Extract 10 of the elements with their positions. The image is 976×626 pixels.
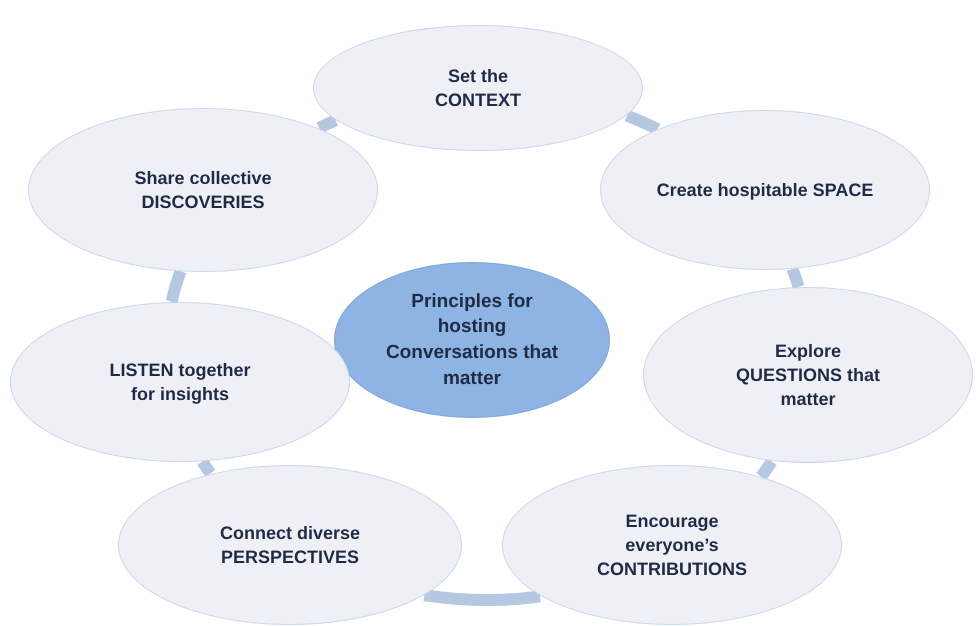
node-label: Set the CONTEXT <box>434 64 522 112</box>
node-label: Principles for hosting Conversations that matter <box>384 290 560 391</box>
node-label: Connect diverse PERSPECTIVES <box>218 522 362 569</box>
node-label: Encourage everyone’s CONTRIBUTIONS <box>596 510 748 582</box>
ring-connector <box>314 114 341 134</box>
node-label: Create hospitable SPACE <box>656 178 874 202</box>
node-label: LISTEN together for insights <box>108 358 252 406</box>
node-label: Share collective DISCOVERIES <box>133 166 273 214</box>
node-label: Explore QUESTIONS that matter <box>734 340 881 412</box>
ring-connector <box>622 110 663 135</box>
